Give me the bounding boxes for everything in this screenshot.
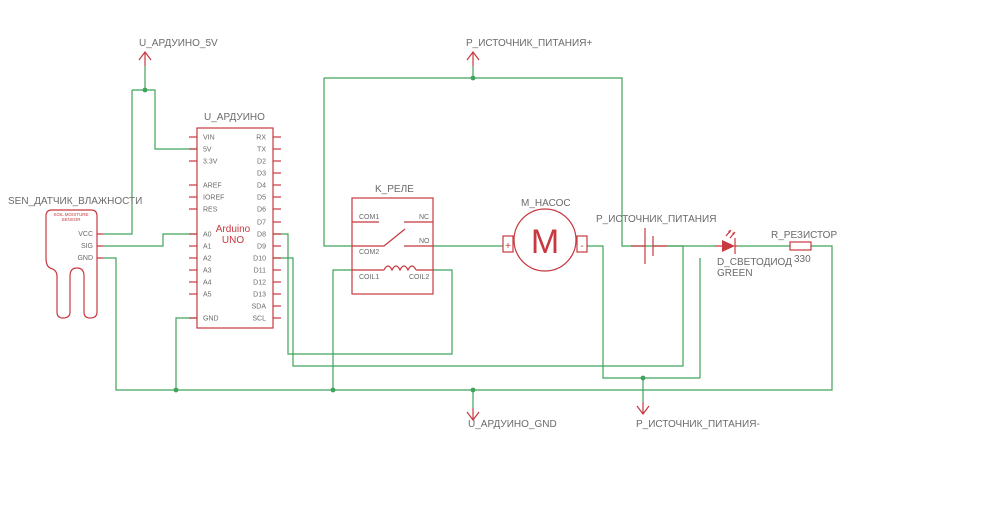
relay-contact [352,221,433,247]
relay-pin-no: NO [419,238,430,245]
sensor-title-1: SOIL MOISTURE [53,212,88,217]
wire-5v [132,66,197,150]
supply-minus-symbol [636,402,650,415]
wire-sig-a0 [103,233,197,247]
arduino-pin-33v: 3.3V [203,159,218,166]
arduino-brand: Arduino [216,224,251,235]
supply-plus-symbol [466,51,480,66]
relay-coil [352,265,433,272]
led [715,229,737,254]
wire-pump-minus [587,245,700,402]
soil-moisture-sensor: SOIL MOISTURE SENSOR VCC SIG GND [45,209,103,319]
label-resistor-value: 330 [794,254,811,265]
arduino-pin-a1: A1 [203,244,212,251]
arduino-model: UNO [222,235,244,246]
sensor-pin-sig: SIG [81,243,93,250]
arduino-pin-d12: D12 [253,280,266,287]
arduino-pin-gnd: GND [203,316,219,323]
relay-pin-nc: NC [419,214,429,221]
motor-terminal-minus [576,235,588,253]
wire-d10 [273,245,684,367]
arduino-pin-5v: 5V [203,147,212,154]
relay: COM1 NC COM2 NO COIL1 COIL2 [351,197,434,295]
label-arduino-5v: U_АРДУИНО_5V [139,38,218,49]
arduino-pin-d5: D5 [257,195,266,202]
pump-motor: + - M [502,208,588,272]
relay-pin-com1: COM1 [359,214,379,221]
arduino-pin-aref: AREF [203,183,222,190]
junction-dot [330,387,336,393]
junction-dot [173,387,179,393]
arduino-pin-d7: D7 [257,220,266,227]
arduino-pin-a5: A5 [203,292,212,299]
wire-d8-coil2 [273,233,453,355]
label-sensor: SEN_ДАТЧИК_ВЛАЖНОСТИ [8,196,142,207]
relay-pin-coil1: COIL1 [359,274,379,281]
motor-plus: + [505,241,511,252]
label-arduino: U_АРДУИНО [204,112,265,123]
gnd-symbol [466,408,480,421]
junction-dot [470,75,476,81]
arduino-pin-a0: A0 [203,232,212,239]
arduino-pin-d10: D10 [253,256,266,263]
sensor-title-2: SENSOR [61,217,81,222]
relay-pin-com2: COM2 [359,249,379,256]
wire-5v-to-vcc [103,90,133,235]
motor-minus: - [580,241,583,252]
label-relay: K_РЕЛЕ [375,184,414,195]
junction-dot [470,387,476,393]
arduino-pin-ioref: IOREF [203,195,224,202]
sensor-pin-vcc: VCC [78,231,93,238]
arduino-pin-a2: A2 [203,256,212,263]
junction-dot [142,87,148,93]
sensor-body [45,209,98,319]
arduino-pin-a4: A4 [203,280,212,287]
supply-5v-symbol [138,51,152,66]
arduino-pin-res: RES [203,207,218,214]
motor-circle [513,208,577,272]
arduino-pin-d6: D6 [257,207,266,214]
wire-arduino-gnd [175,317,197,390]
junction-dot [640,375,646,381]
arduino-pin-d11: D11 [254,268,266,275]
arduino-pin-a3: A3 [203,268,212,275]
arduino-pin-tx: TX [257,147,266,154]
label-power-plus: P_ИСТОЧНИК_ПИТАНИЯ+ [466,38,592,49]
wire-coil1-gnd [332,269,352,390]
arduino-pin-scl: SCL [252,316,266,323]
relay-pin-coil2: COIL2 [409,274,429,281]
arduino-pin-d8: D8 [257,232,266,239]
arduino-pin-sda: SDA [252,304,267,311]
motor-terminal-plus [502,235,514,253]
label-arduino-gnd: U_АРДУИНО_GND [468,419,557,430]
led-triangle [722,240,735,252]
label-led-color: GREEN [717,268,753,279]
label-led: D_СВЕТОДИОД [717,257,792,268]
arduino-pin-vin: VIN [203,135,215,142]
label-pump: M_НАСОС [521,198,571,209]
resistor-body [789,241,812,251]
arduino-body [196,127,274,329]
arduino-pin-rx: RX [256,135,266,142]
label-power: P_ИСТОЧНИК_ПИТАНИЯ [596,214,716,225]
arduino-pin-d9: D9 [257,244,266,251]
motor-symbol: M [531,223,559,261]
label-power-minus: P_ИСТОЧНИК_ПИТАНИЯ- [636,419,760,430]
arduino-pin-d3: D3 [257,171,266,178]
sensor-pin-gnd: GND [77,255,93,262]
arduino-pin-d4: D4 [257,183,266,190]
arduino-pin-d2: D2 [257,159,266,166]
label-resistor: R_РЕЗИСТОР [771,230,837,241]
arduino-pin-d13: D13 [253,292,266,299]
power-source [631,228,667,264]
battery-symbol [631,228,667,264]
junctions [142,75,646,393]
resistor [789,241,812,251]
